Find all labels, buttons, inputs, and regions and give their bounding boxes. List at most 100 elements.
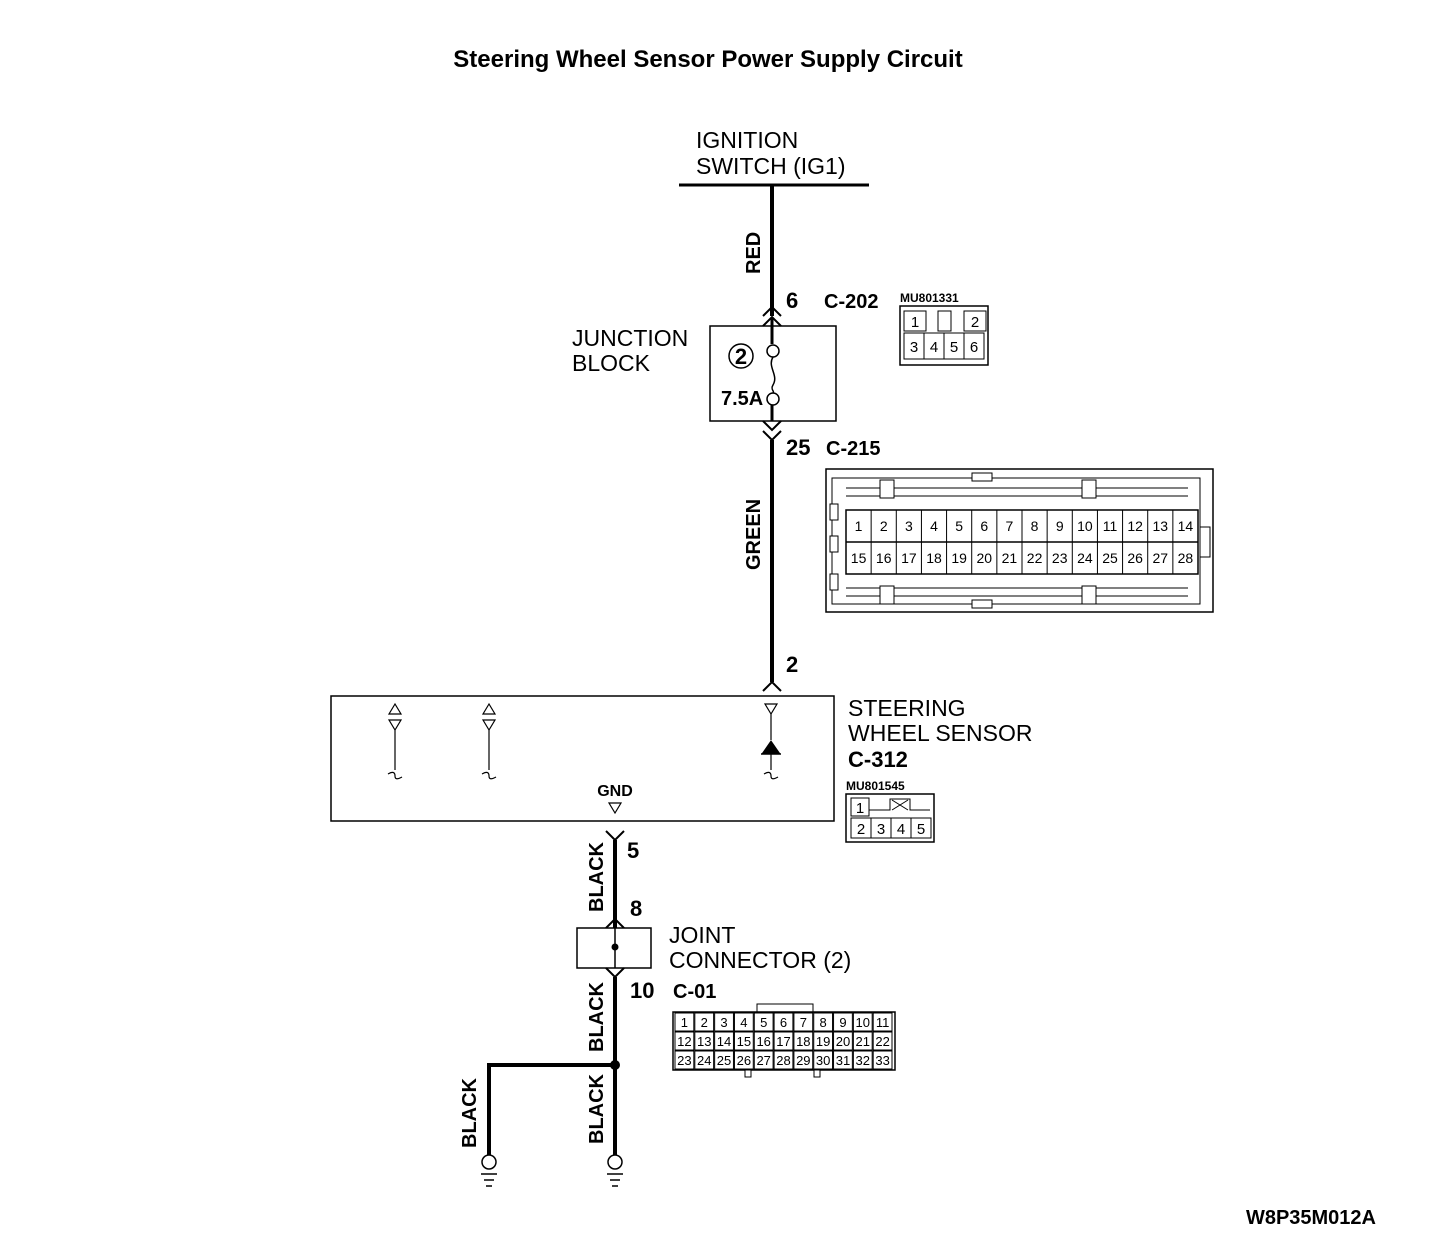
c202-pin-5: 5	[950, 339, 958, 356]
c01-pin-cell	[674, 1031, 695, 1051]
junction-block-label-line1: JUNCTION	[572, 325, 688, 351]
c01-pin: 29	[796, 1053, 810, 1068]
c215-pin: 17	[901, 550, 917, 566]
c01-pin: 9	[839, 1015, 846, 1030]
wire-green: GREEN 2	[743, 440, 798, 692]
c215-pin: 5	[955, 518, 963, 534]
c202-pin-6: 6	[970, 339, 978, 356]
c01-pin-cell	[793, 1012, 814, 1032]
ignition-label-line1: IGNITION	[696, 127, 798, 153]
wire-black-sensor-ground: 5 BLACK 8	[586, 830, 642, 929]
connector-c01-label: C-01	[673, 981, 716, 1003]
c01-pin: 2	[701, 1015, 708, 1030]
gnd-label: GND	[597, 783, 633, 800]
c215-pin: 28	[1178, 550, 1194, 566]
junction-block-label-line2: BLOCK	[572, 350, 651, 376]
c215-pin: 26	[1127, 550, 1143, 566]
c215-pin: 21	[1002, 550, 1018, 566]
diagram-title: Steering Wheel Sensor Power Supply Circu…	[453, 46, 962, 73]
c312-pin-1: 1	[856, 800, 864, 817]
c01-pin-cell	[733, 1031, 754, 1051]
c215-pin: 27	[1152, 550, 1168, 566]
c01-pin-cell	[733, 1050, 754, 1070]
c312-pin-5: 5	[917, 821, 925, 838]
connector-c215-label: C-215	[826, 438, 880, 460]
ignition-label-line2: SWITCH (IG1)	[696, 153, 846, 179]
junction-block: JUNCTION BLOCK 2 7.5A 25 C-215	[572, 315, 880, 460]
c01-pin: 32	[856, 1053, 870, 1068]
connector-c202-face: MU801331 1 2 3 4 5 6	[899, 291, 989, 366]
fuse-terminal-bottom	[766, 392, 780, 406]
c01-pin-cell	[872, 1050, 893, 1070]
c01-pin: 8	[820, 1015, 827, 1030]
c202-pin-1: 1	[911, 314, 919, 331]
wire-black-label-1: BLACK	[586, 841, 608, 912]
c01-pin-cell	[694, 1012, 715, 1032]
c01-pin-cell	[872, 1012, 893, 1032]
fuse-number: 2	[735, 344, 747, 369]
c01-pin-cell	[694, 1050, 715, 1070]
c215-pin: 10	[1077, 518, 1093, 534]
c01-pin: 18	[796, 1034, 810, 1049]
c01-pin: 12	[677, 1034, 691, 1049]
joint-connector: JOINT CONNECTOR (2) 10 C-01	[576, 922, 851, 1003]
c215-pin: 24	[1077, 550, 1093, 566]
c01-pin-cell	[852, 1050, 873, 1070]
c01-pin-cell	[773, 1031, 794, 1051]
wire-black-label-2: BLACK	[586, 981, 608, 1052]
c215-pin: 25	[1102, 550, 1118, 566]
c01-pin-cell	[694, 1031, 715, 1051]
c215-pin: 22	[1027, 550, 1043, 566]
c01-pin-cell	[833, 1012, 853, 1032]
c01-pin-cell	[714, 1050, 734, 1070]
c202-pin-2: 2	[971, 314, 979, 331]
wire-black-label-4: BLACK	[586, 1073, 608, 1144]
c215-pin: 8	[1031, 518, 1039, 534]
c202-part-number: MU801331	[900, 291, 959, 305]
c215-pin: 19	[951, 550, 967, 566]
connector-c202-symbol	[762, 305, 782, 317]
c01-pin: 4	[740, 1015, 747, 1030]
c01-pin: 25	[717, 1053, 731, 1068]
c312-pin-2: 2	[857, 821, 865, 838]
c01-pin: 20	[836, 1034, 850, 1049]
c01-pin: 27	[756, 1053, 770, 1068]
c01-pin-cell	[852, 1012, 873, 1032]
fuse-icon	[770, 356, 776, 394]
steering-wheel-sensor: GND STEERING WHEEL SENSOR C-312	[330, 695, 1032, 822]
c312-pin-3: 3	[877, 821, 885, 838]
c01-pin-cell	[714, 1012, 734, 1032]
c01-pin: 10	[856, 1015, 870, 1030]
c01-pin-cell	[674, 1012, 695, 1032]
c215-pin: 12	[1127, 518, 1143, 534]
c215-pin: 16	[876, 550, 892, 566]
c01-pin: 30	[816, 1053, 830, 1068]
figure-code: W8P35M012A	[1246, 1207, 1376, 1229]
wire-red: RED 6 C-202	[743, 185, 878, 317]
pin-c01-8: 8	[630, 896, 642, 921]
c01-pin: 21	[856, 1034, 870, 1049]
c215-pin: 11	[1103, 518, 1118, 534]
sensor-internal-terminal	[387, 702, 403, 780]
ground-icon	[607, 1154, 623, 1187]
joint-connector-label-line2: CONNECTOR (2)	[669, 947, 851, 973]
c215-pin: 20	[976, 550, 992, 566]
c215-pin: 7	[1006, 518, 1014, 534]
c01-pin-cell	[793, 1031, 814, 1051]
diode-icon	[761, 703, 781, 780]
sensor-internal-terminal	[481, 702, 497, 780]
c01-pin-cell	[753, 1031, 774, 1051]
c202-pin-3: 3	[910, 339, 918, 356]
c312-pin-4: 4	[897, 821, 905, 838]
c01-pin: 22	[875, 1034, 889, 1049]
c215-pin: 4	[930, 518, 938, 534]
pin-c312-2: 2	[786, 652, 798, 677]
wire-black-ground: BLACK BLACK BLACK	[459, 977, 620, 1155]
c01-pin-cell	[813, 1012, 834, 1032]
c01-pin-cell	[833, 1031, 853, 1051]
c215-pin: 6	[980, 518, 988, 534]
c202-pin-4: 4	[930, 339, 938, 356]
